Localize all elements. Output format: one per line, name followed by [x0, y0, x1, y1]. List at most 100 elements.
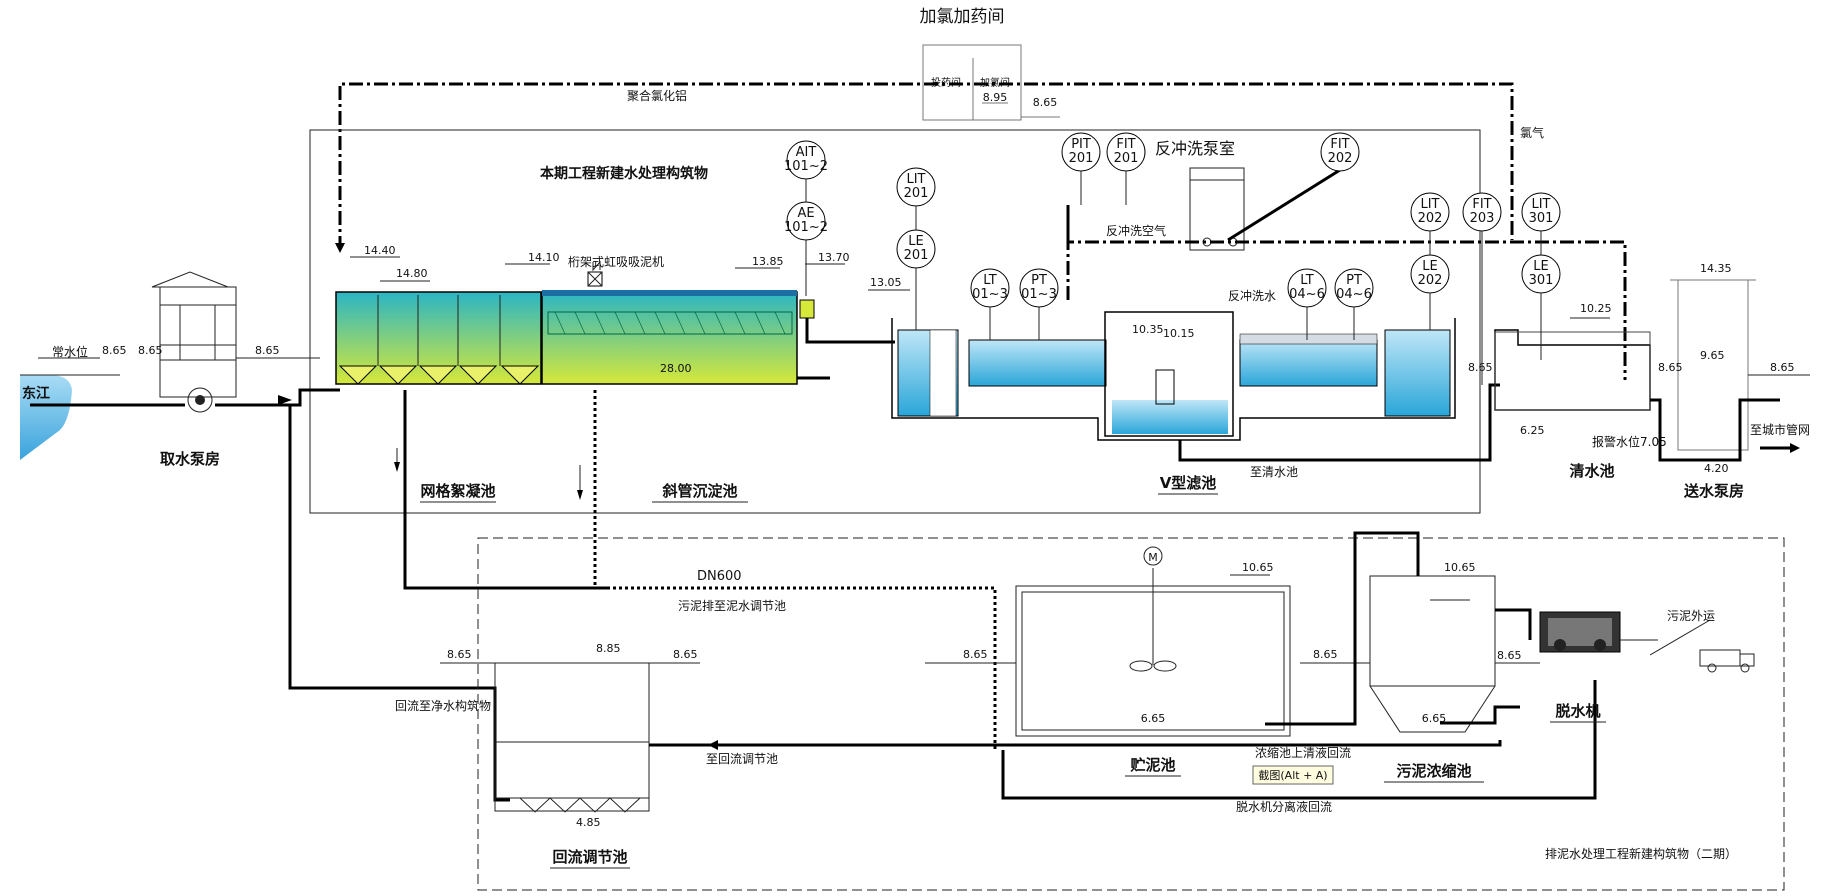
- sed-name: 斜管沉淀池: [661, 482, 737, 500]
- backwash-water: 反冲洗水: [1228, 288, 1276, 303]
- svg-text:PT: PT: [1346, 273, 1362, 288]
- sed-bottom: 28.00: [660, 362, 692, 375]
- to-city-network: 至城市管网: [1750, 422, 1810, 437]
- instrument-pt01: PT 01~3: [1019, 268, 1059, 308]
- svg-text:FIT: FIT: [1472, 197, 1491, 212]
- instrument-pt04: PT 04~6: [1334, 268, 1374, 308]
- sed-elev2: 13.70: [818, 251, 850, 264]
- storage-elev-left: 8.65: [963, 648, 988, 661]
- svg-text:101~2: 101~2: [784, 220, 828, 235]
- vf-inlet-elev: 13.05: [870, 276, 902, 289]
- svg-text:AIT: AIT: [796, 145, 817, 160]
- return-pipe: [288, 405, 510, 802]
- chemical-dosing-pipe: 聚合氯化铝 氯气: [335, 82, 1544, 253]
- instrument-le201: LE 201: [896, 229, 936, 269]
- chlorine-dosing-room: 加氯加药间 投药间 加氯间 8.95 8.65: [920, 7, 1060, 121]
- svg-text:LT: LT: [1300, 273, 1313, 288]
- instrument-lt01: LT 01~3: [970, 268, 1010, 308]
- svg-text:LE: LE: [1533, 259, 1548, 274]
- svg-text:201: 201: [904, 186, 929, 201]
- chlor-ground-elev: 8.65: [1033, 96, 1058, 109]
- svg-text:LT: LT: [983, 273, 996, 288]
- backwash-air: 反冲洗空气: [1106, 223, 1166, 238]
- instrument-lt04: LT 04~6: [1287, 268, 1327, 308]
- intake-pump-house: 8.65 8.65 取水泵房: [138, 271, 320, 468]
- svg-text:04~6: 04~6: [1336, 287, 1372, 302]
- flocc-name: 网格絮凝池: [420, 482, 495, 500]
- thick-name: 污泥浓缩池: [1396, 762, 1471, 780]
- svg-text:202: 202: [1328, 151, 1353, 166]
- instrument-fit203: FIT 203: [1462, 192, 1502, 232]
- dewater-elev: 8.65: [1497, 649, 1522, 662]
- main-plant-boundary: [309, 129, 1481, 514]
- instrument-fit202: FIT 202: [1320, 132, 1360, 172]
- svg-text:01~3: 01~3: [972, 287, 1008, 302]
- flocc-elev3: 14.10: [528, 251, 560, 264]
- flocculation-tank: 14.40 14.80 14.10 网格絮凝池: [335, 244, 560, 503]
- delivery-elev2: 9.65: [1700, 349, 1725, 362]
- to-return-pool: 至回流调节池: [706, 752, 778, 766]
- svg-text:202: 202: [1418, 273, 1443, 288]
- delivery-ground: 8.65: [1770, 361, 1795, 374]
- dewatering-machine: 8.65 脱水机: [1495, 611, 1658, 723]
- instrument-pit201: PIT 201: [1061, 132, 1101, 172]
- svg-text:LIT: LIT: [1531, 197, 1550, 212]
- dewater-name: 脱水机: [1555, 702, 1600, 720]
- svg-text:201: 201: [904, 248, 929, 263]
- delivery-elev3: 8.65: [1658, 361, 1683, 374]
- svg-text:LIT: LIT: [906, 172, 925, 187]
- thick-elev-left: 8.65: [1313, 648, 1338, 661]
- svg-text:201: 201: [1114, 151, 1139, 166]
- delivery-pump-house: 14.35 9.65 8.65 4.20 8.65 至城市管网 送水泵房: [1658, 262, 1810, 500]
- svg-text:截图(Alt + A): 截图(Alt + A): [1258, 768, 1327, 782]
- storage-bottom: 6.65: [1141, 712, 1166, 725]
- pac-label: 聚合氯化铝: [627, 88, 687, 103]
- svg-text:301: 301: [1529, 273, 1554, 288]
- svg-text:LE: LE: [908, 234, 923, 249]
- rp-elev-top: 8.85: [596, 642, 621, 655]
- svg-text:FIT: FIT: [1330, 137, 1349, 152]
- delivery-name: 送水泵房: [1683, 482, 1744, 500]
- delivery-elev1: 14.35: [1700, 262, 1732, 275]
- instrumentation: AIT 101~2 AE 101~2 LIT 201 LE 201 LT 01~…: [784, 132, 1561, 385]
- instrument-ait: AIT 101~2: [784, 140, 828, 180]
- delivery-elev4: 4.20: [1704, 462, 1729, 475]
- sedimentation-tank: 桁架式虹吸吸泥机 13.85 13.70 28.00 斜管沉淀池: [541, 251, 850, 503]
- rp-bottom: 4.85: [576, 816, 601, 829]
- filtrate-label: 脱水机分离液回流: [1236, 799, 1332, 814]
- vf-elev2: 10.15: [1163, 327, 1195, 340]
- screenshot-tooltip: 截图(Alt + A): [1252, 765, 1334, 785]
- v-filter: 13.05 10.35 10.15 8.65 V型滤池 至清水池: [868, 276, 1500, 495]
- instrument-le202: LE 202: [1410, 254, 1450, 294]
- instrument-lit201: LIT 201: [896, 167, 936, 207]
- clear-name: 清水池: [1569, 462, 1614, 480]
- svg-text:AE: AE: [797, 206, 814, 221]
- phase2-boundary: [477, 537, 1785, 891]
- scraper-label: 桁架式虹吸吸泥机: [568, 255, 664, 269]
- motor-label: M: [1148, 551, 1158, 564]
- svg-text:FIT: FIT: [1116, 137, 1135, 152]
- rp-elev-right: 8.65: [673, 648, 698, 661]
- chlorine-gas-label: 氯气: [1520, 125, 1544, 140]
- flocc-elev1: 14.40: [364, 244, 396, 257]
- instrument-lit301: LIT 301: [1521, 192, 1561, 232]
- sed-elev1: 13.85: [752, 255, 784, 268]
- storage-name: 贮泥池: [1129, 756, 1175, 774]
- clear-well: 10.25 6.25 报警水位7.05 清水池: [1494, 302, 1667, 480]
- flocc-elev2: 14.80: [396, 267, 428, 280]
- river: 常水位 8.65 东江: [20, 344, 127, 460]
- instrument-fit201: FIT 201: [1106, 132, 1146, 172]
- sludge-storage-tank: M 10.65 8.65 6.65 贮泥池: [925, 546, 1291, 777]
- phase2-label: 排泥水处理工程新建构筑物（二期）: [1545, 846, 1737, 861]
- clear-bottom-elev: 6.25: [1520, 424, 1545, 437]
- river-name: 东江: [22, 385, 50, 402]
- alarm-level: 报警水位7.05: [1592, 434, 1667, 449]
- svg-text:LIT: LIT: [1420, 197, 1439, 212]
- sludge-to-regulating: 污泥排至泥水调节池: [678, 599, 786, 613]
- to-clear-well: 至清水池: [1250, 465, 1298, 479]
- thick-elev-top: 10.65: [1444, 561, 1476, 574]
- clear-top-elev: 10.25: [1580, 302, 1612, 315]
- sludge-truck: 污泥外运: [1649, 609, 1755, 673]
- svg-text:101~2: 101~2: [784, 159, 828, 174]
